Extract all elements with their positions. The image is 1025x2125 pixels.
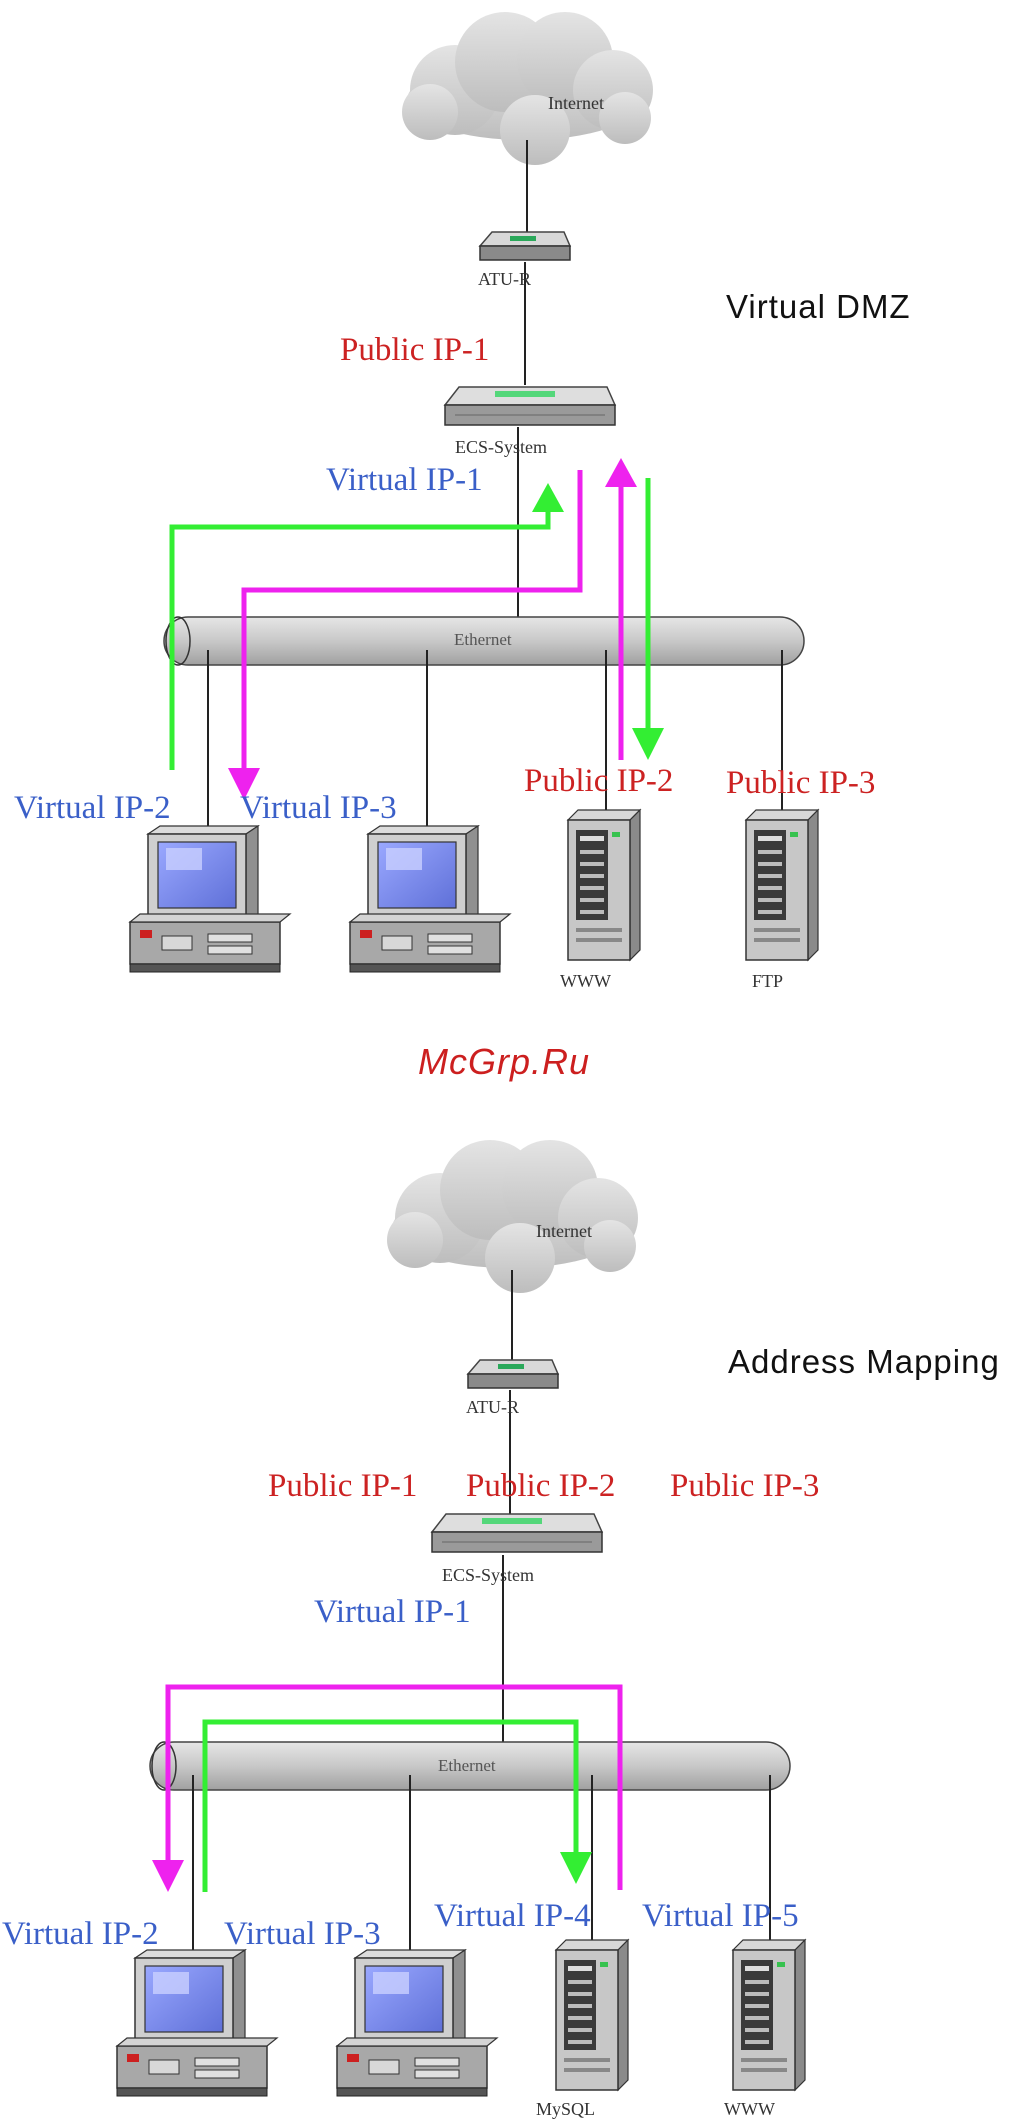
public-ip-label: Public IP-2 <box>524 763 674 799</box>
diagram-title: Virtual DMZ <box>726 288 911 325</box>
virtual-ip-label: Virtual IP-4 <box>434 1898 591 1934</box>
desktop-computer-icon <box>349 825 511 973</box>
desktop-computer-icon <box>116 1949 278 2097</box>
ethernet-label: Ethernet <box>454 630 512 649</box>
router-label: ECS-System <box>455 437 548 457</box>
server-label: WWW <box>724 2099 775 2119</box>
server-label: MySQL <box>536 2099 596 2119</box>
diagram-title: Address Mapping <box>728 1343 1000 1380</box>
public-ip-label: Public IP-1 <box>340 332 490 368</box>
router-label: ECS-System <box>442 1565 535 1585</box>
public-ip-label: Public IP-1 <box>268 1468 418 1504</box>
virtual-ip-label: Virtual IP-2 <box>2 1916 159 1952</box>
server-label: WWW <box>560 971 611 991</box>
modem-icon <box>479 231 571 261</box>
server-label: FTP <box>752 971 784 991</box>
router-icon <box>431 1513 603 1553</box>
arrow-head <box>605 458 637 487</box>
public-ip-label: Public IP-3 <box>670 1468 820 1504</box>
router-icon <box>444 386 616 426</box>
arrow-head <box>228 768 260 800</box>
internet-label: Internet <box>536 1221 592 1241</box>
virtual-ip-label: Virtual IP-1 <box>314 1594 471 1630</box>
arrow-head <box>532 483 564 512</box>
public-ip-label: Public IP-3 <box>726 765 876 801</box>
server-tower-icon <box>555 1939 629 2091</box>
modem-label: ATU-R <box>478 269 531 289</box>
public-ip-label: Public IP-2 <box>466 1468 616 1504</box>
arrow-head <box>632 728 664 760</box>
arrow-head <box>152 1860 184 1892</box>
watermark-text: McGrp.Ru <box>418 1041 591 1082</box>
dmz-diagram <box>129 12 819 973</box>
arrow-head <box>560 1852 592 1884</box>
internet-label: Internet <box>548 93 604 113</box>
virtual-ip-label: Virtual IP-3 <box>240 790 397 826</box>
desktop-computer-icon <box>336 1949 498 2097</box>
modem-icon <box>467 1359 559 1389</box>
desktop-computer-icon <box>129 825 291 973</box>
flow-arrow-magenta <box>165 1684 623 1890</box>
virtual-ip-label: Virtual IP-3 <box>224 1916 381 1952</box>
flow-arrow-green <box>202 1719 579 1892</box>
flow-arrow-magenta <box>241 470 583 775</box>
virtual-ip-label: Virtual IP-1 <box>326 462 483 498</box>
flow-arrow-green <box>169 505 551 770</box>
ethernet-label: Ethernet <box>438 1756 496 1775</box>
mapping-diagram <box>116 1140 806 2097</box>
virtual-ip-label: Virtual IP-5 <box>642 1898 799 1934</box>
server-tower-icon <box>567 809 641 961</box>
virtual-ip-label: Virtual IP-2 <box>14 790 171 826</box>
modem-label: ATU-R <box>466 1397 519 1417</box>
server-tower-icon <box>745 809 819 961</box>
server-tower-icon <box>732 1939 806 2091</box>
